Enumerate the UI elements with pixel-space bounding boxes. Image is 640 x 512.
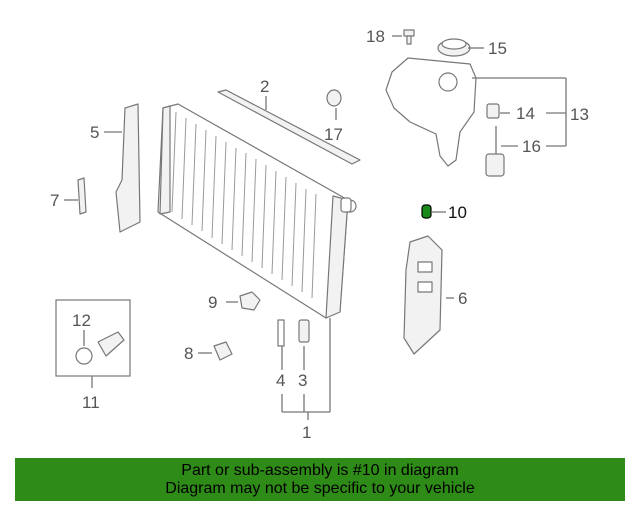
reservoir-cap[interactable] [437,38,471,57]
part-10-highlighted[interactable] [421,204,432,219]
callout-2: 2 [260,77,269,96]
mount-8[interactable] [213,341,233,361]
air-deflector-right[interactable] [403,235,443,355]
radiator[interactable] [157,103,357,319]
callout-3: 3 [298,371,307,390]
callout-18: 18 [366,27,385,46]
callout-11: 11 [82,393,100,412]
expansion-tank[interactable] [385,57,477,167]
callout-6: 6 [458,289,467,308]
callout-17: 17 [324,125,343,144]
drain-plug-3[interactable] [298,319,310,343]
callout-10: 10 [448,203,467,222]
callout-13: 13 [570,105,589,124]
bracket-7[interactable] [77,177,87,215]
banner-line-1: Part or sub-assembly is #10 in diagram [181,462,459,479]
callout-14: 14 [516,104,535,123]
level-sensor[interactable] [485,126,505,177]
callout-16: 16 [522,137,541,156]
grommet-17[interactable] [326,89,342,107]
leader-lines [64,35,567,420]
info-banner: Part or sub-assembly is #10 in diagram D… [15,458,625,501]
banner-line-2: Diagram may not be specific to your vehi… [165,480,475,497]
callout-7: 7 [50,191,59,210]
callout-9: 9 [208,293,217,312]
bleeder-plug[interactable] [486,103,500,119]
inset-box [55,299,131,377]
sensor-4[interactable] [277,319,285,347]
seal-strip[interactable] [217,89,361,165]
callout-12: 12 [72,311,91,330]
air-deflector-left[interactable] [115,103,141,233]
callout-8: 8 [184,344,193,363]
callout-1: 1 [302,423,311,442]
callout-4: 4 [276,371,285,390]
bolt-18[interactable] [403,29,415,45]
callout-15: 15 [488,39,507,58]
bracket-9[interactable] [239,291,261,311]
callout-5: 5 [90,123,99,142]
